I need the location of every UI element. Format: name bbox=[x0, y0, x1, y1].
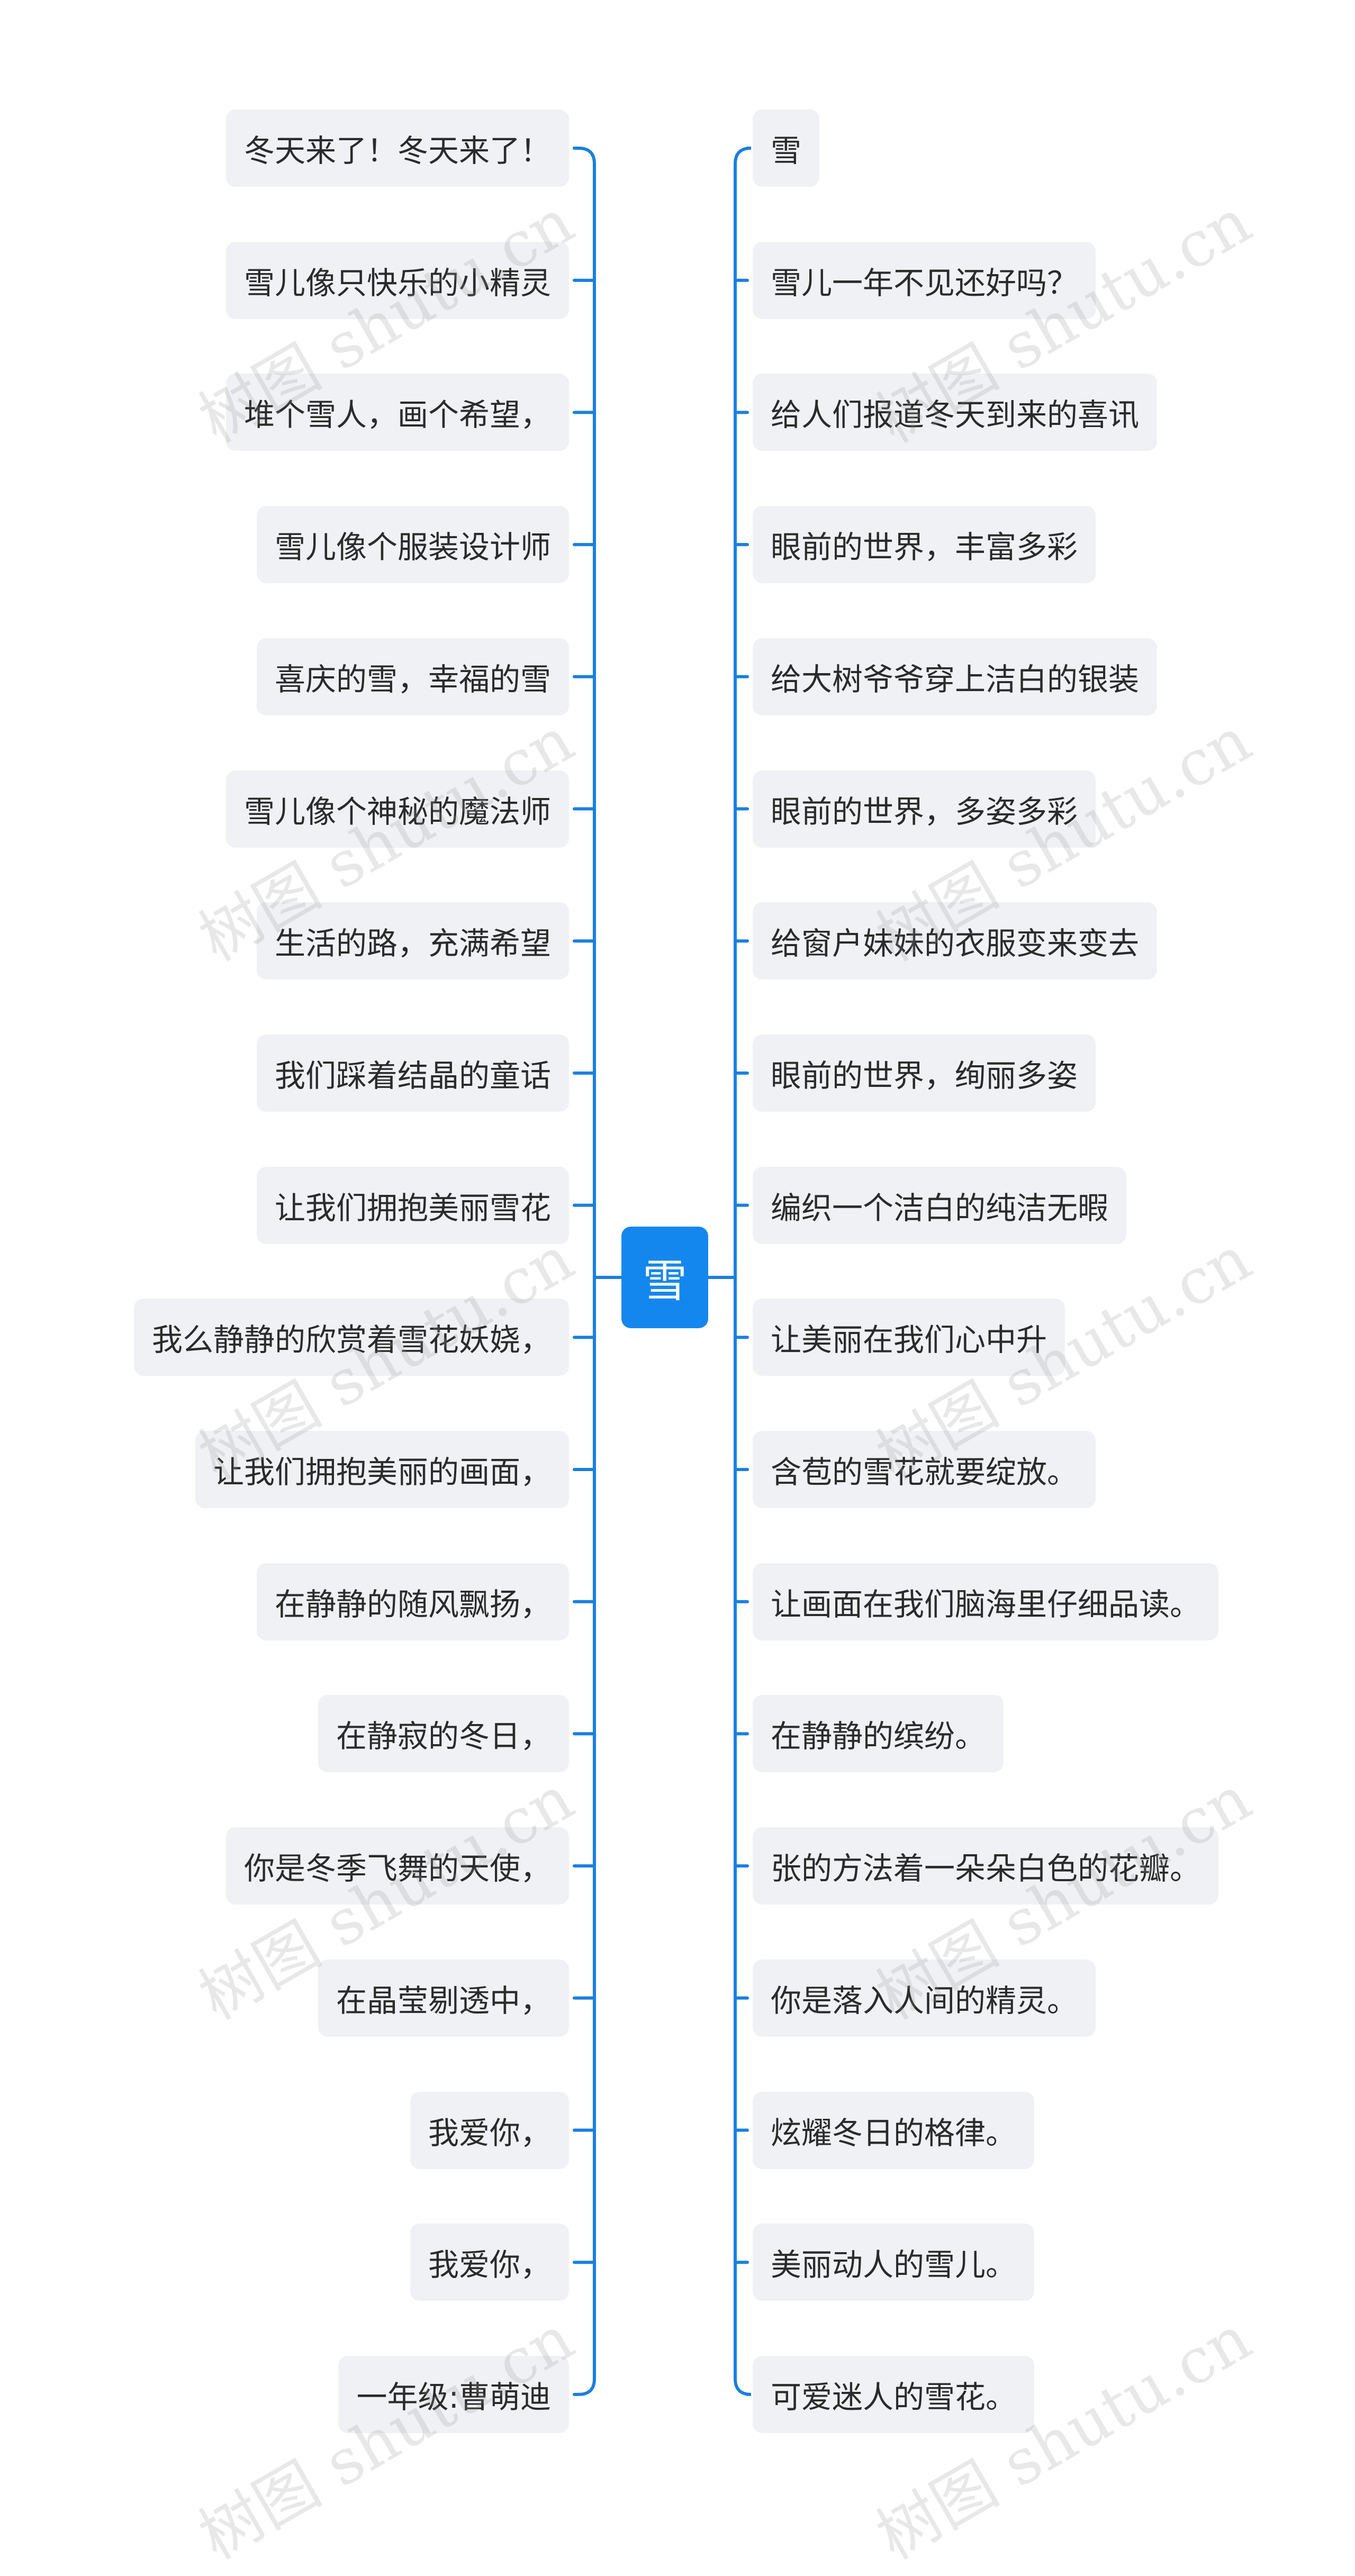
right-branch-node[interactable]: 眼前的世界，绚丽多姿 bbox=[753, 1034, 1096, 1112]
left-branch-node[interactable]: 雪儿像只快乐的小精灵 bbox=[225, 241, 569, 319]
right-branch-node[interactable]: 让美丽在我们心中升 bbox=[753, 1299, 1065, 1376]
left-branch-node[interactable]: 在静寂的冬日， bbox=[318, 1695, 569, 1773]
left-branch-node[interactable]: 让我们拥抱美丽的画面， bbox=[195, 1431, 569, 1508]
left-branch-node[interactable]: 冬天来了！冬天来了！ bbox=[225, 110, 569, 187]
right-branch-line bbox=[734, 147, 752, 166]
left-branch-node[interactable]: 我爱你， bbox=[410, 2091, 569, 2169]
right-branch-node[interactable]: 可爱迷人的雪花。 bbox=[753, 2355, 1035, 2433]
left-branch-node[interactable]: 生活的路，充满希望 bbox=[256, 902, 569, 980]
left-branch-node[interactable]: 我爱你， bbox=[410, 2224, 569, 2301]
right-branch-node[interactable]: 雪 bbox=[753, 110, 820, 187]
left-branch-node[interactable]: 你是冬季飞舞的天使， bbox=[225, 1827, 569, 1905]
right-branch-line bbox=[734, 2377, 752, 2396]
left-branch-line bbox=[573, 147, 596, 166]
left-branch-node[interactable]: 雪儿像个神秘的魔法师 bbox=[225, 770, 569, 848]
right-branch-node[interactable]: 给大树爷爷穿上洁白的银装 bbox=[753, 638, 1158, 715]
left-branch-node[interactable]: 让我们拥抱美丽雪花 bbox=[256, 1166, 569, 1244]
right-branch-node[interactable]: 眼前的世界，丰富多彩 bbox=[753, 506, 1096, 584]
right-branch-node[interactable]: 给人们报道冬天到来的喜讯 bbox=[753, 374, 1158, 451]
left-branch-node[interactable]: 我么静静的欣赏着雪花妖娆， bbox=[133, 1299, 569, 1376]
right-branch-node[interactable]: 眼前的世界，多姿多彩 bbox=[753, 770, 1096, 848]
left-branch-node[interactable]: 在静静的随风飘扬， bbox=[256, 1563, 569, 1640]
right-branch-node[interactable]: 在静静的缤纷。 bbox=[753, 1695, 1004, 1773]
right-branch-node[interactable]: 你是落入人间的精灵。 bbox=[753, 1959, 1096, 2037]
right-branch-node[interactable]: 编织一个洁白的纯洁无暇 bbox=[753, 1166, 1127, 1244]
root-node[interactable]: 雪 bbox=[621, 1227, 708, 1328]
right-branch-node[interactable]: 炫耀冬日的格律。 bbox=[753, 2091, 1035, 2169]
right-branch-node[interactable]: 给窗户妹妹的衣服变来变去 bbox=[753, 902, 1158, 980]
left-branch-node[interactable]: 堆个雪人，画个希望， bbox=[225, 374, 569, 451]
right-branch-node[interactable]: 雪儿一年不见还好吗？ bbox=[753, 241, 1096, 319]
left-branch-node[interactable]: 雪儿像个服装设计师 bbox=[256, 506, 569, 584]
left-branch-line bbox=[573, 2377, 596, 2396]
right-branch-node[interactable]: 张的方法着一朵朵白色的花瓣。 bbox=[753, 1827, 1219, 1905]
left-branch-node[interactable]: 在晶莹剔透中， bbox=[318, 1959, 569, 2037]
right-branch-node[interactable]: 美丽动人的雪儿。 bbox=[753, 2224, 1035, 2301]
right-branch-node[interactable]: 含苞的雪花就要绽放。 bbox=[753, 1431, 1096, 1508]
left-branch-node[interactable]: 喜庆的雪，幸福的雪 bbox=[256, 638, 569, 715]
right-branch-node[interactable]: 让画面在我们脑海里仔细品读。 bbox=[753, 1563, 1219, 1640]
left-branch-node[interactable]: 一年级:曹萌迪 bbox=[338, 2355, 569, 2433]
left-branch-node[interactable]: 我们踩着结晶的童话 bbox=[256, 1034, 569, 1112]
